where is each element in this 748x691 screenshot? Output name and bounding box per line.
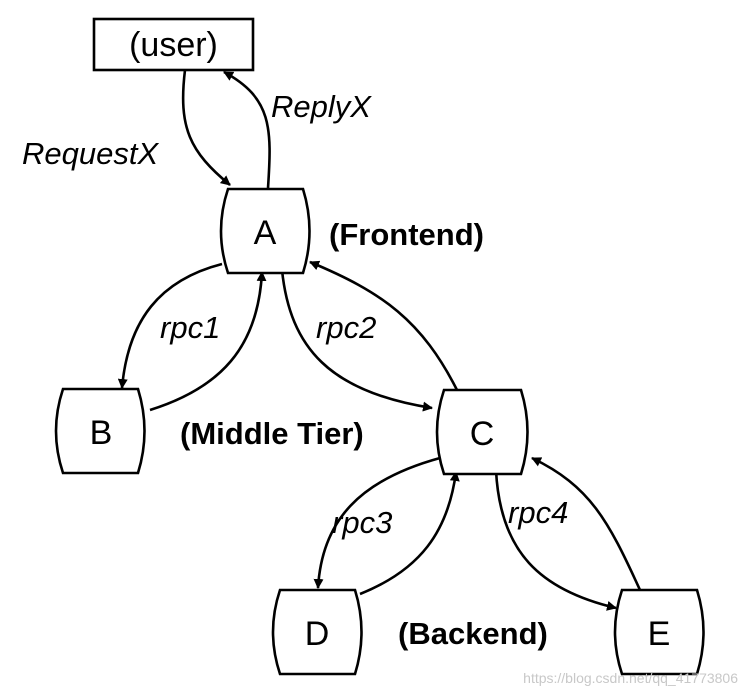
edge-rpc4-return (531, 456, 642, 591)
edge-rpc3-return (359, 471, 460, 596)
node-c-label: C (470, 415, 495, 453)
node-e: E (613, 588, 705, 676)
node-b: B (54, 387, 146, 475)
edge-rpc2-return (309, 260, 460, 393)
node-b-label: B (90, 414, 113, 452)
node-d: D (271, 588, 363, 676)
edge-rpc2-call (280, 269, 433, 412)
node-a-label: A (254, 214, 277, 252)
edge-request (181, 69, 231, 187)
tier-label-backend: (Backend) (398, 616, 548, 651)
edge-rpc3-call (313, 456, 441, 589)
tier-label-frontend: (Frontend) (329, 217, 484, 252)
edge-label-rpc3: rpc3 (332, 505, 392, 540)
node-c: C (435, 388, 529, 476)
watermark-text: https://blog.csdn.net/qq_41773806 (523, 670, 738, 686)
node-user: (user) (92, 17, 255, 72)
node-e-label: E (648, 615, 671, 653)
edge-label-request: RequestX (22, 136, 159, 171)
node-user-label: (user) (129, 26, 218, 64)
edge-label-rpc2: rpc2 (316, 310, 376, 345)
edge-label-rpc1: rpc1 (160, 310, 220, 345)
node-a: A (219, 187, 311, 275)
edge-rpc4-call (494, 469, 617, 611)
edges (117, 69, 642, 611)
edge-reply (223, 70, 271, 189)
edge-label-rpc4: rpc4 (508, 495, 568, 530)
node-d-label: D (305, 615, 330, 653)
edge-rpc1-return (149, 271, 267, 412)
edge-label-reply: ReplyX (271, 89, 372, 124)
edge-rpc1-call (117, 262, 223, 389)
tier-label-middle: (Middle Tier) (180, 416, 364, 451)
